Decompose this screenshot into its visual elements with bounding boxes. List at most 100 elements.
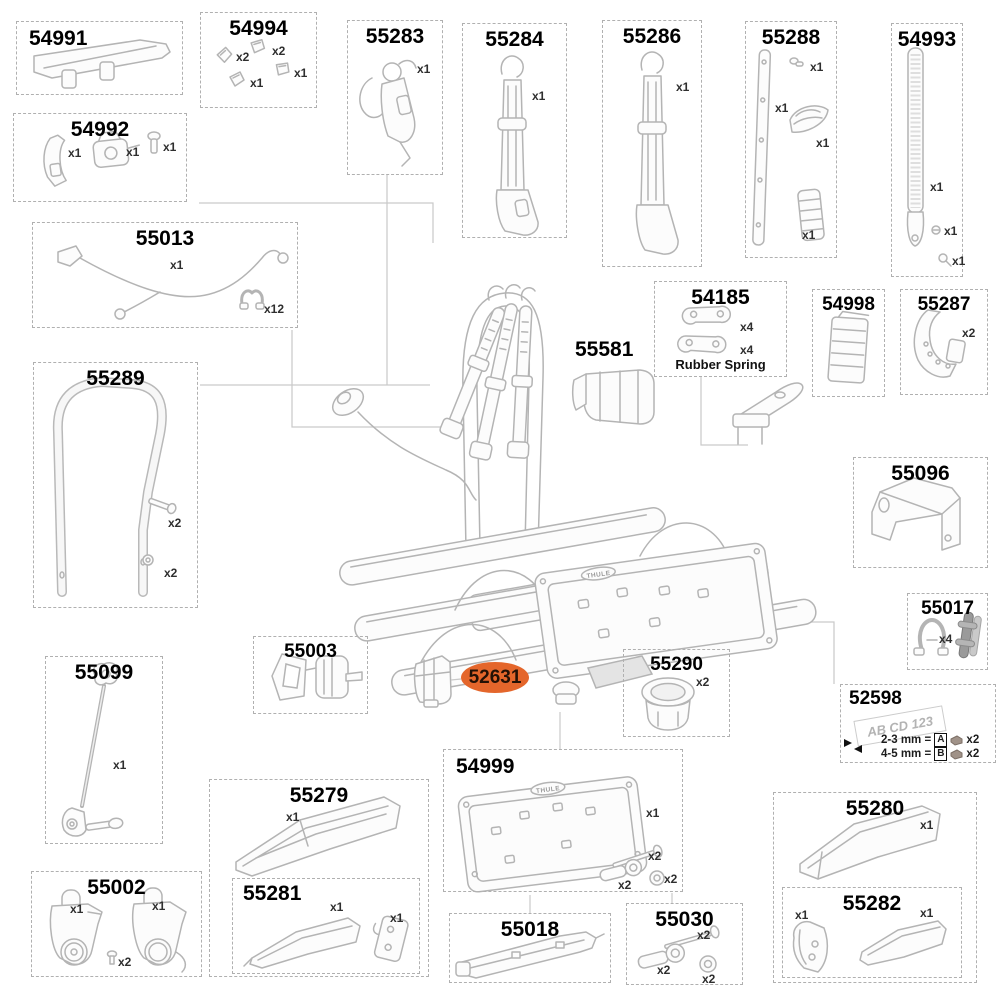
highlighted-part-number-52631[interactable]: 52631 [461, 662, 529, 693]
part-55281-drawing [243, 915, 409, 969]
qty-label: x1 [952, 254, 966, 268]
qty-label: x4 [740, 320, 754, 334]
qty-label: x1 [126, 145, 140, 159]
part-box-55030: 55030 [626, 903, 743, 985]
qty-label: x4 [740, 343, 754, 357]
part-number-55286: 55286 [622, 25, 682, 48]
spacer-qty: x2 [966, 748, 980, 760]
qty-label: x2 [702, 972, 716, 986]
qty-label: x1 [944, 224, 958, 238]
part-number-55287: 55287 [917, 294, 971, 315]
part-55280-drawing [799, 805, 941, 880]
part-55290-drawing [641, 677, 695, 731]
part-box-55289: 55289 [33, 362, 198, 608]
qty-label: x2 [657, 963, 671, 977]
qty-label: x2 [618, 878, 632, 892]
qty-label: x1 [330, 900, 344, 914]
qty-label: x2 [118, 955, 132, 969]
qty-label: x1 [802, 228, 816, 242]
spacer-letter: B [934, 747, 948, 761]
part-55287-drawing [913, 309, 966, 378]
part-number-55279: 55279 [289, 784, 349, 807]
part-55096-drawing [871, 477, 961, 551]
part-box-55280: 55280 [773, 792, 977, 983]
qty-label: x1 [646, 806, 660, 820]
part-54993-drawing [906, 47, 952, 267]
part-box-55003: 55003 [253, 636, 368, 714]
qty-label: x2 [168, 516, 182, 530]
part-number-55581: 55581 [575, 338, 634, 361]
spacer-letter: A [934, 733, 948, 747]
part-number-54991: 54991 [29, 27, 88, 50]
part-54185-drawing [677, 305, 732, 354]
part-number-55099: 55099 [74, 661, 134, 684]
qty-label: x1 [170, 258, 184, 272]
qty-label: x1 [532, 89, 546, 103]
qty-label: x4 [939, 632, 953, 646]
qty-label: x1 [250, 76, 264, 90]
part-55289-drawing [52, 377, 177, 597]
qty-label: x2 [696, 675, 710, 689]
part-number-54993: 54993 [897, 28, 957, 51]
part-54998-drawing [827, 310, 870, 384]
part-box-55283: 55283 [347, 20, 443, 175]
qty-label: x2 [236, 50, 250, 64]
part-number-55283: 55283 [365, 25, 425, 48]
part-box-54994: 54994 [200, 12, 317, 108]
qty-label: x1 [775, 101, 789, 115]
part-box-54993: 54993 [891, 23, 963, 277]
qty-label: x1 [816, 136, 830, 150]
part-number-54998: 54998 [822, 294, 875, 315]
part-number-55096: 55096 [891, 462, 950, 485]
part-box-55284: 55284 [462, 23, 567, 238]
part-box-55282: 55282 [782, 887, 962, 978]
part-55279-drawing [235, 796, 401, 877]
assembly-thule-logo: THULE [586, 570, 611, 580]
gap-arrows-icon [844, 739, 862, 753]
qty-label: x1 [417, 62, 431, 76]
part-box-55288: 55288 [745, 21, 837, 258]
qty-label: x1 [810, 60, 824, 74]
qty-label: x2 [664, 872, 678, 886]
part-number-54994: 54994 [229, 17, 288, 40]
part-number-55281: 55281 [243, 882, 302, 905]
qty-label: x1 [390, 911, 404, 925]
qty-label: x12 [264, 302, 285, 316]
gap-range: 2-3 mm = [881, 734, 932, 746]
part-54992-drawing [43, 130, 161, 187]
part-number-55018: 55018 [500, 918, 560, 941]
part-number-55284: 55284 [485, 28, 544, 51]
part-box-55287: 55287 [900, 289, 988, 395]
part-box-54992: 54992 [13, 113, 187, 202]
part-55581-drawing [571, 369, 655, 425]
part-55017-drawing [913, 611, 982, 659]
part-box-55013: 55013 [32, 222, 298, 328]
part-box-55096: 55096 [853, 457, 988, 568]
part-box-55017: 55017 [907, 593, 988, 670]
part-number-55290: 55290 [650, 654, 703, 675]
part-55030-drawing [637, 925, 720, 973]
qty-label: x1 [70, 902, 84, 916]
part-box-55018: 55018 [449, 913, 611, 983]
part-number-52598: 52598 [849, 688, 902, 709]
qty-label: x1 [676, 80, 690, 94]
part-number-55288: 55288 [761, 26, 821, 49]
qty-label: x1 [286, 810, 300, 824]
part-box-52598: 52598 AB CD 123 2-3 mm = A x2 4-5 mm = B… [840, 684, 996, 763]
part-box-55099: 55099 [45, 656, 163, 844]
part-box-54999: 54999 [443, 749, 683, 892]
part-55002-drawing [49, 887, 187, 973]
part-number-55282: 55282 [842, 892, 902, 915]
rubber-spring-caption: Rubber Spring [675, 357, 766, 372]
part-box-55286: 55286 [602, 20, 702, 267]
part-55018-drawing [455, 931, 605, 979]
part-number-55017: 55017 [921, 598, 974, 619]
qty-label: x1 [930, 180, 944, 194]
part-box-54998: 54998 [812, 289, 885, 397]
spacer-qty: x2 [966, 734, 980, 746]
qty-label: x1 [152, 899, 166, 913]
part-number-54185: 54185 [691, 286, 750, 309]
qty-label: x1 [68, 146, 82, 160]
plate-thule-logo: THULE [536, 785, 561, 795]
part-box-54185: 54185 [654, 281, 787, 377]
